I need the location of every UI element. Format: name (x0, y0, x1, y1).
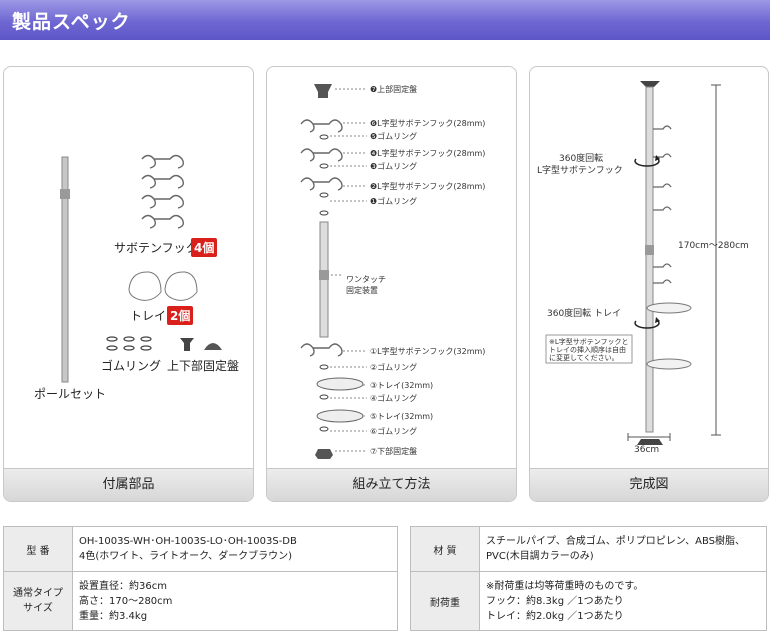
hooks-label: サボテンフック (114, 241, 198, 255)
bottom-step-6-label: ⑥ゴムリング (370, 427, 418, 436)
title-banner: 製品スペック (0, 0, 770, 40)
page-title: 製品スペック (12, 11, 131, 33)
step-5-label: ❺ゴムリング (370, 132, 418, 141)
step-3-label: ❸ゴムリング (370, 162, 418, 171)
size-value: 設置直径：約36cm 高さ：170〜280cm 重量：約3.4kg (72, 571, 398, 631)
one-touch-label-2: 固定装置 (346, 286, 378, 295)
load-line-1: ※耐荷重は均等荷重時のものです。 (486, 580, 644, 592)
table-row: 型 番 OH-1003S-WH･OH-1003S-LO･OH-1003S-DB … (3, 526, 398, 572)
model-value: OH-1003S-WH･OH-1003S-LO･OH-1003S-DB 4色(ホ… (72, 526, 398, 572)
note-line-2: トレイの挿入順序は自由 (549, 346, 626, 354)
parts-illustration (60, 154, 222, 383)
step-4-label: ❹L字型サボテンフック(28mm) (370, 149, 486, 158)
rotation-tray-label: 360度回転 トレイ (547, 309, 622, 319)
material-line-2: PVC(木目調カラーのみ) (486, 551, 594, 562)
size-line-1: 設置直径：約36cm (79, 580, 167, 592)
one-touch-label-1: ワンタッチ (346, 275, 386, 284)
bottom-step-4-label: ④ゴムリング (370, 394, 418, 403)
type-label-1: 通常タイプ (13, 588, 63, 599)
bottom-step-7-label: ⑦下部固定盤 (370, 447, 418, 456)
spec-table-right: 材 質 スチールパイプ、合成ゴム、ポリプロピレン、ABS樹脂、 PVC(木目調カ… (410, 526, 767, 631)
material-line-1: スチールパイプ、合成ゴム、ポリプロピレン、ABS樹脂、 (486, 536, 745, 547)
width-dimension: 36cm (634, 445, 660, 455)
complete-panel: 360度回転 L字型サボテンフック 170cm〜280cm 360度回転 トレイ… (529, 66, 769, 502)
load-line-2: フック：約8.3kg ／1つあたり (486, 595, 624, 607)
model-line-1: OH-1003S-WH･OH-1003S-LO･OH-1003S-DB (79, 536, 297, 547)
step-6-label: ❻L字型サボテンフック(28mm) (370, 119, 486, 128)
height-dimension: 170cm〜280cm (678, 241, 749, 251)
type-label-2: サイズ (23, 603, 53, 614)
step-1-label: ❶ゴムリング (370, 197, 418, 206)
assembly-panel-footer: 組み立て方法 (267, 468, 516, 501)
step-2-label: ❷L字型サボテンフック(28mm) (370, 182, 486, 191)
note-line-1: ※L字型サボテンフックと (549, 338, 629, 346)
bottom-step-2-label: ②ゴムリング (370, 363, 418, 372)
rotation-hook-label-2: L字型サボテンフック (537, 166, 623, 176)
spec-table-left: 型 番 OH-1003S-WH･OH-1003S-LO･OH-1003S-DB … (3, 526, 398, 631)
complete-panel-footer: 完成図 (530, 468, 768, 501)
pole-set-label: ポールセット (34, 387, 107, 401)
model-line-2: 4色(ホワイト、ライトオーク、ダークブラウン) (79, 551, 293, 562)
bottom-step-5-label: ⑤トレイ(32mm) (370, 412, 434, 421)
bottom-step-1-label: ①L字型サボテンフック(32mm) (370, 347, 486, 356)
rotation-hook-label-1: 360度回転 (559, 154, 604, 164)
load-value: ※耐荷重は均等荷重時のものです。 フック：約8.3kg ／1つあたり トレイ：約… (479, 571, 767, 631)
note-line-3: に変更してください。 (549, 354, 619, 362)
step-7-label: ❼上部固定盤 (370, 85, 418, 94)
material-value: スチールパイプ、合成ゴム、ポリプロピレン、ABS樹脂、 PVC(木目調カラーのみ… (479, 526, 767, 572)
parts-panel: サボテンフック 4個 トレイ 2個 ゴムリング 上下部固定盤 ポールセット 付属… (3, 66, 254, 502)
table-row: 通常タイプ サイズ 設置直径：約36cm 高さ：170〜280cm 重量：約3.… (3, 571, 398, 631)
type-size-label: 通常タイプ サイズ (3, 571, 73, 631)
load-label: 耐荷重 (410, 571, 480, 631)
assembly-panel: ❼上部固定盤 ❻L字型サボテンフック(28mm) ❺ゴムリング ❹L字型サボテン… (266, 66, 517, 502)
model-label: 型 番 (3, 526, 73, 572)
plate-label: 上下部固定盤 (167, 359, 240, 373)
rings-label: ゴムリング (101, 359, 162, 373)
bottom-step-3-label: ③トレイ(32mm) (370, 381, 434, 390)
load-line-3: トレイ：約2.0kg ／1つあたり (486, 610, 624, 622)
assembly-illustration (300, 84, 367, 459)
parts-panel-footer: 付属部品 (4, 468, 253, 501)
tray-count-badge: 2個 (167, 306, 194, 325)
hooks-count-badge: 4個 (191, 238, 218, 257)
table-row: 耐荷重 ※耐荷重は均等荷重時のものです。 フック：約8.3kg ／1つあたり ト… (410, 571, 767, 631)
complete-illustration (545, 81, 721, 445)
size-line-2: 高さ：170〜280cm (79, 595, 173, 607)
tray-label: トレイ (130, 309, 167, 323)
size-line-3: 重量：約3.4kg (79, 610, 148, 622)
table-row: 材 質 スチールパイプ、合成ゴム、ポリプロピレン、ABS樹脂、 PVC(木目調カ… (410, 526, 767, 572)
material-label: 材 質 (410, 526, 480, 572)
